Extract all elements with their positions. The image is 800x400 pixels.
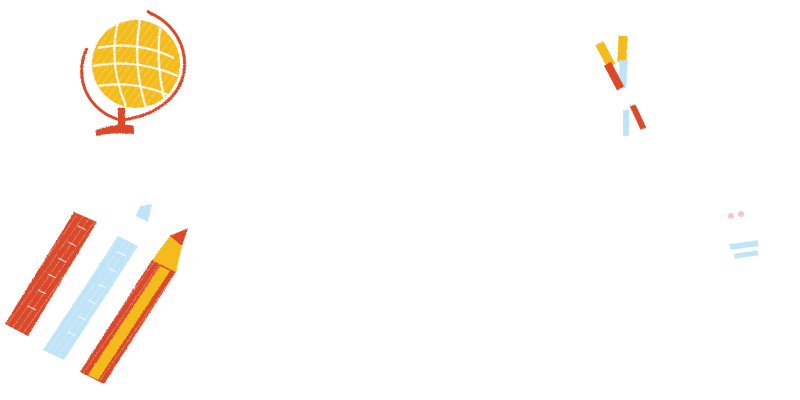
pencil-icon [80, 228, 188, 384]
globe-icon [80, 9, 186, 136]
ruler-light-blue-icon [43, 204, 152, 360]
compass-icon [595, 35, 647, 136]
eraser-icon [728, 211, 759, 259]
ruler-icon [5, 212, 97, 336]
